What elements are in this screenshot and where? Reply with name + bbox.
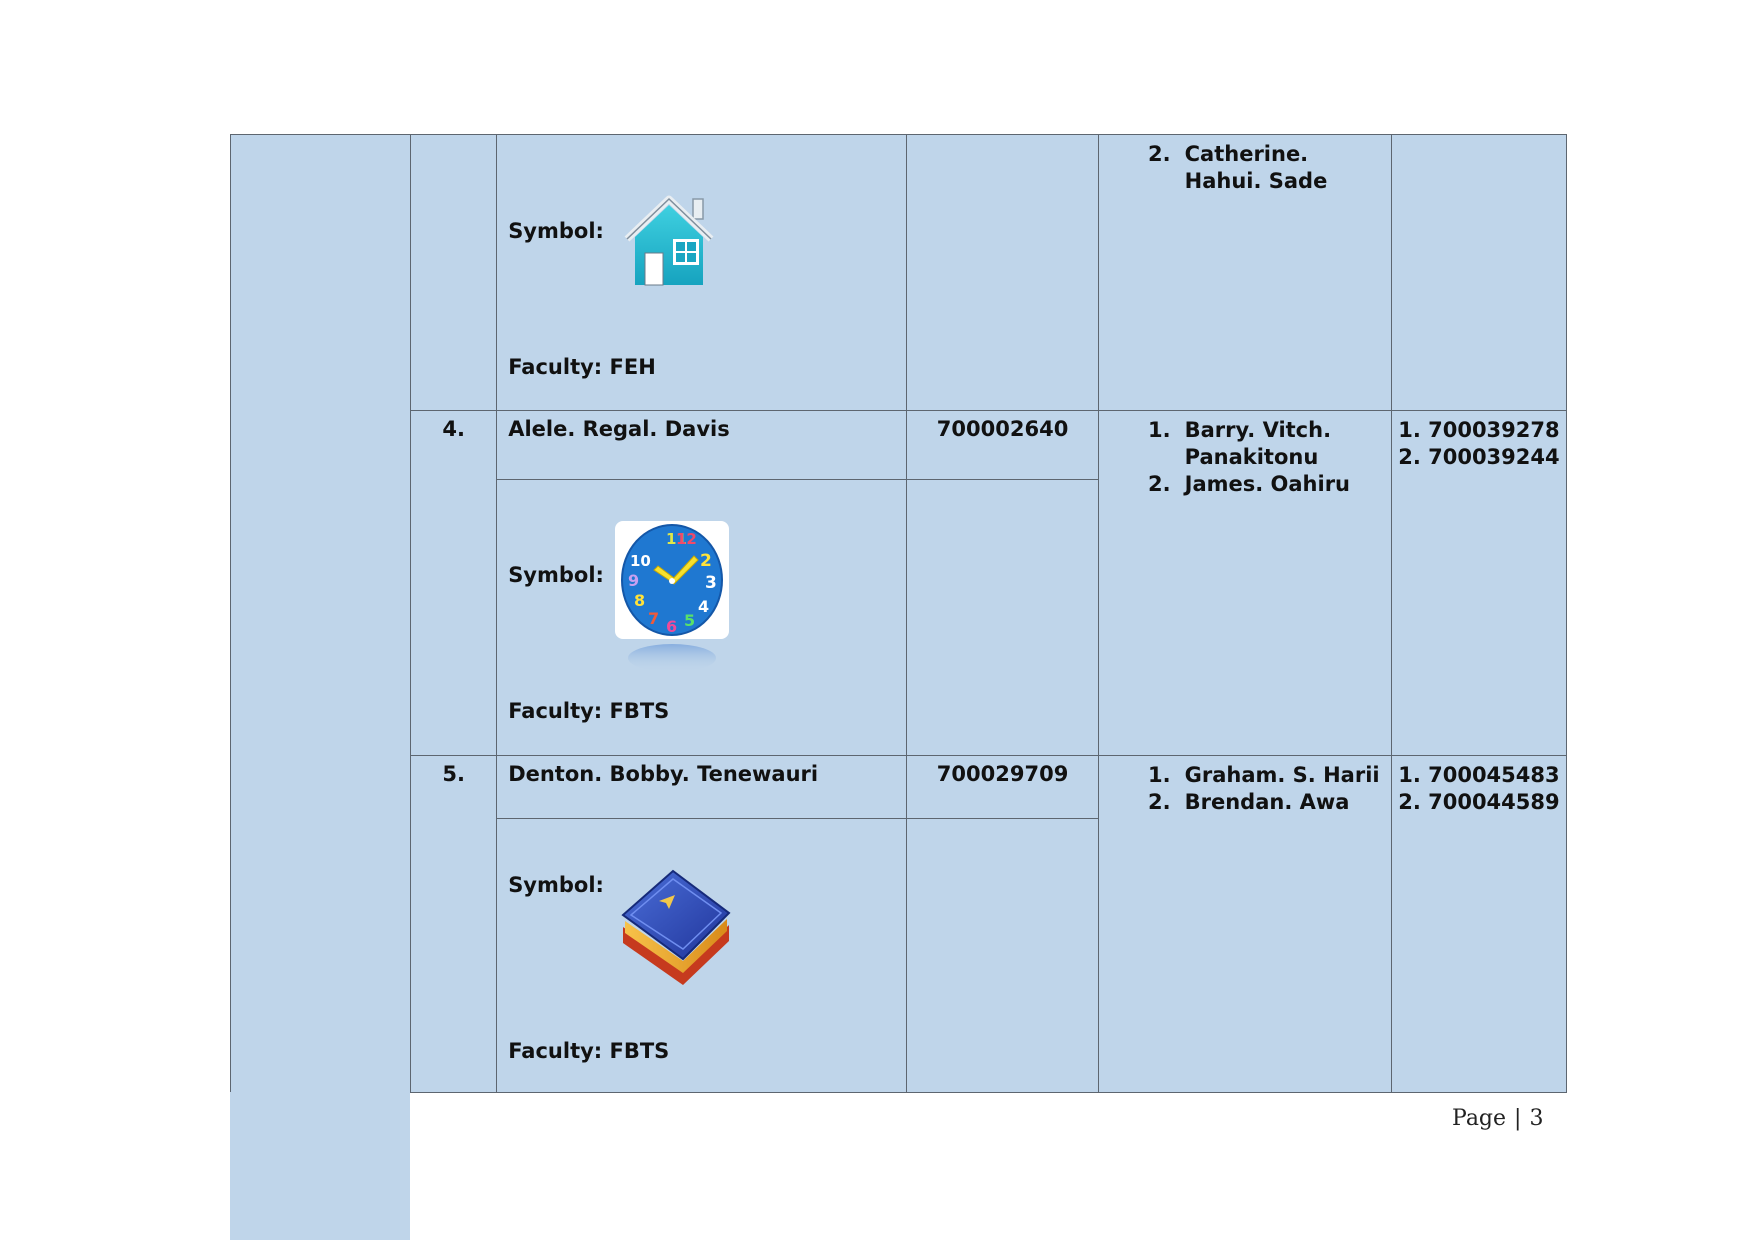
students-table: Symbol: <box>229 134 1568 1093</box>
table-row: 5. Denton. Bobby. Tenewauri 700029709 1.… <box>231 755 1568 1093</box>
page-number: 3 <box>1529 1106 1544 1131</box>
symbol-label: Symbol: <box>508 563 604 587</box>
svg-text:9: 9 <box>628 571 639 590</box>
symbol-cell: Symbol: <box>496 134 908 411</box>
supervisor-id: 2. 700039244 <box>1398 445 1560 469</box>
supervisor-item: 1. Graham. S. Harii <box>1148 763 1380 787</box>
faculty-label: Faculty: FBTS <box>508 1039 670 1063</box>
table-row: Symbol: <box>231 818 1567 1093</box>
supervisor-id: 1. 700045483 <box>1398 763 1560 787</box>
supervisors-cell: 2. Catherine. Hahui. Sade <box>1097 134 1392 411</box>
id-cell <box>906 479 1099 756</box>
symbol-cell: Symbol: 11 12 2 3 4 <box>496 479 908 756</box>
svg-text:4: 4 <box>698 597 709 616</box>
svg-text:8: 8 <box>634 591 645 610</box>
svg-text:11: 11 <box>666 530 687 548</box>
table-row: Symbol: 11 12 2 3 4 <box>231 479 1567 756</box>
number-cell: 5. <box>410 755 498 1093</box>
table-row: 4. Alele. Regal. Davis 700002640 1. Barr… <box>231 410 1568 756</box>
supervisor-id: 1. 700039278 <box>1398 418 1560 442</box>
page-separator: | <box>1514 1106 1522 1131</box>
faculty-label: Faculty: FEH <box>508 355 656 379</box>
table-row: Symbol: <box>229 134 1568 1093</box>
supervisor-ids-cell: 1. 700039278 2. 700039244 <box>1390 410 1568 756</box>
symbol-cell: Symbol: <box>496 818 908 1093</box>
house-icon <box>621 193 717 294</box>
student-id: 700002640 <box>906 410 1099 480</box>
number-cell <box>410 134 498 411</box>
svg-text:5: 5 <box>684 611 695 630</box>
faculty-label: Faculty: FBTS <box>508 699 670 723</box>
supervisors-cell: 1. Graham. S. Harii 2. Brendan. Awa <box>1097 755 1392 1093</box>
page-label: Page <box>1452 1106 1507 1131</box>
margin-sidebar-block <box>230 1092 410 1240</box>
id-cell <box>906 134 1099 411</box>
student-id: 700029709 <box>906 755 1099 819</box>
supervisor-item: 2. Catherine. Hahui. Sade <box>1148 142 1328 193</box>
symbol-label: Symbol: <box>508 873 604 897</box>
student-name: Denton. Bobby. Tenewauri <box>496 755 908 819</box>
number-cell: 4. <box>410 410 498 756</box>
svg-text:6: 6 <box>666 617 677 636</box>
svg-text:10: 10 <box>630 552 651 570</box>
supervisors-cell: 1. Barry. Vitch. Panakitonu 2. James. Oa… <box>1097 410 1392 756</box>
blank-left-column <box>229 134 412 1093</box>
svg-text:7: 7 <box>648 609 659 628</box>
supervisor-ids-cell <box>1390 134 1568 411</box>
symbol-label: Symbol: <box>508 219 604 243</box>
book-icon <box>617 865 733 990</box>
svg-text:2: 2 <box>700 551 712 571</box>
supervisor-ids-cell: 1. 700045483 2. 700044589 <box>1390 755 1568 1093</box>
supervisor-item: 2. Brendan. Awa <box>1148 790 1350 814</box>
id-cell <box>906 818 1099 1093</box>
clock-icon: 11 12 2 3 4 5 6 7 8 9 10 <box>614 520 730 675</box>
page-footer: Page | 3 <box>1452 1106 1543 1131</box>
supervisor-item: 1. Barry. Vitch. Panakitonu <box>1148 418 1332 469</box>
supervisor-item: 2. James. Oahiru <box>1148 472 1350 496</box>
svg-text:3: 3 <box>705 573 717 593</box>
supervisor-id: 2. 700044589 <box>1398 790 1560 814</box>
svg-text:12: 12 <box>676 530 697 548</box>
student-name: Alele. Regal. Davis <box>496 410 908 480</box>
